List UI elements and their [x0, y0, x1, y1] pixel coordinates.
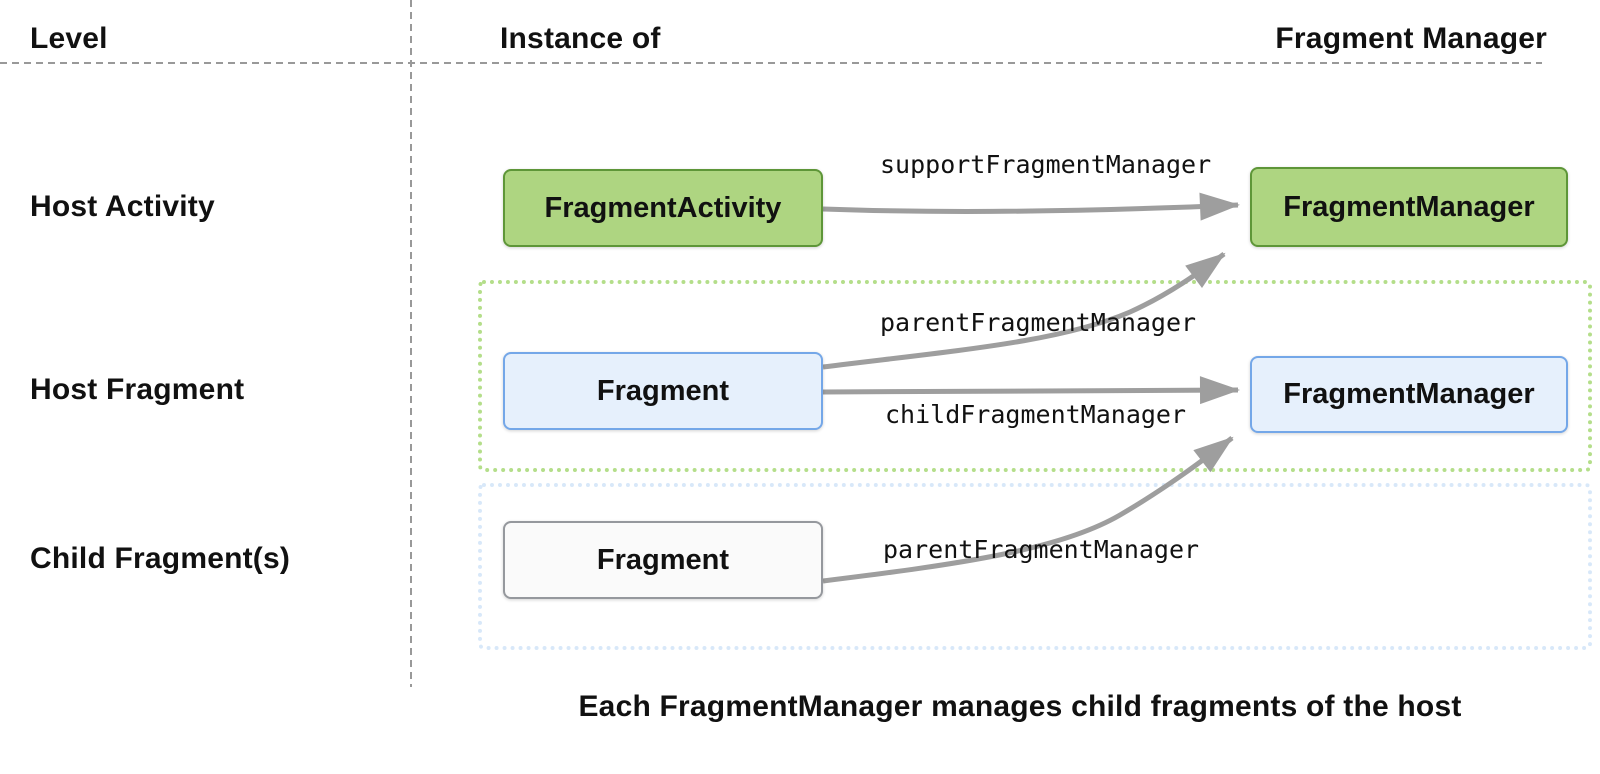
row-label-child-fragments: Child Fragment(s) — [30, 542, 291, 575]
host-parent-fragment-manager-label: parentFragmentManager — [880, 308, 1197, 337]
support-fragment-manager-label: supportFragmentManager — [880, 150, 1212, 179]
activity-fragment-manager-box-label: FragmentManager — [1283, 190, 1535, 223]
row-label-host-activity: Host Activity — [30, 190, 215, 223]
childrow-parent-fragment-manager-label: parentFragmentManager — [883, 535, 1200, 564]
child-fragment-box: Fragment — [503, 521, 823, 599]
diagram-caption: Each FragmentManager manages child fragm… — [578, 690, 1462, 723]
row-label-host-fragment: Host Fragment — [30, 373, 245, 406]
support-fragment-manager-arrow — [822, 192, 1240, 221]
column-divider-dashed-line — [410, 0, 412, 687]
child-fragment-box-label: Fragment — [596, 543, 730, 576]
host-fragment-manager-box: FragmentManager — [1250, 356, 1568, 433]
header-divider-dashed-line — [0, 62, 1542, 64]
host-fragment-box: Fragment — [503, 352, 823, 430]
child-fragment-manager-label: childFragmentManager — [885, 400, 1187, 429]
host-fragment-manager-box-label: FragmentManager — [1283, 378, 1535, 410]
column-header-instance-of: Instance of — [500, 22, 661, 55]
column-header-level: Level — [30, 22, 108, 55]
host-fragment-box-label: Fragment — [596, 374, 730, 407]
activity-fragment-manager-box: FragmentManager — [1250, 167, 1568, 247]
column-header-fragment-manager: Fragment Manager — [1275, 22, 1547, 55]
fragment-activity-box-label: FragmentActivity — [544, 191, 782, 224]
fragment-activity-box: FragmentActivity — [503, 169, 823, 247]
